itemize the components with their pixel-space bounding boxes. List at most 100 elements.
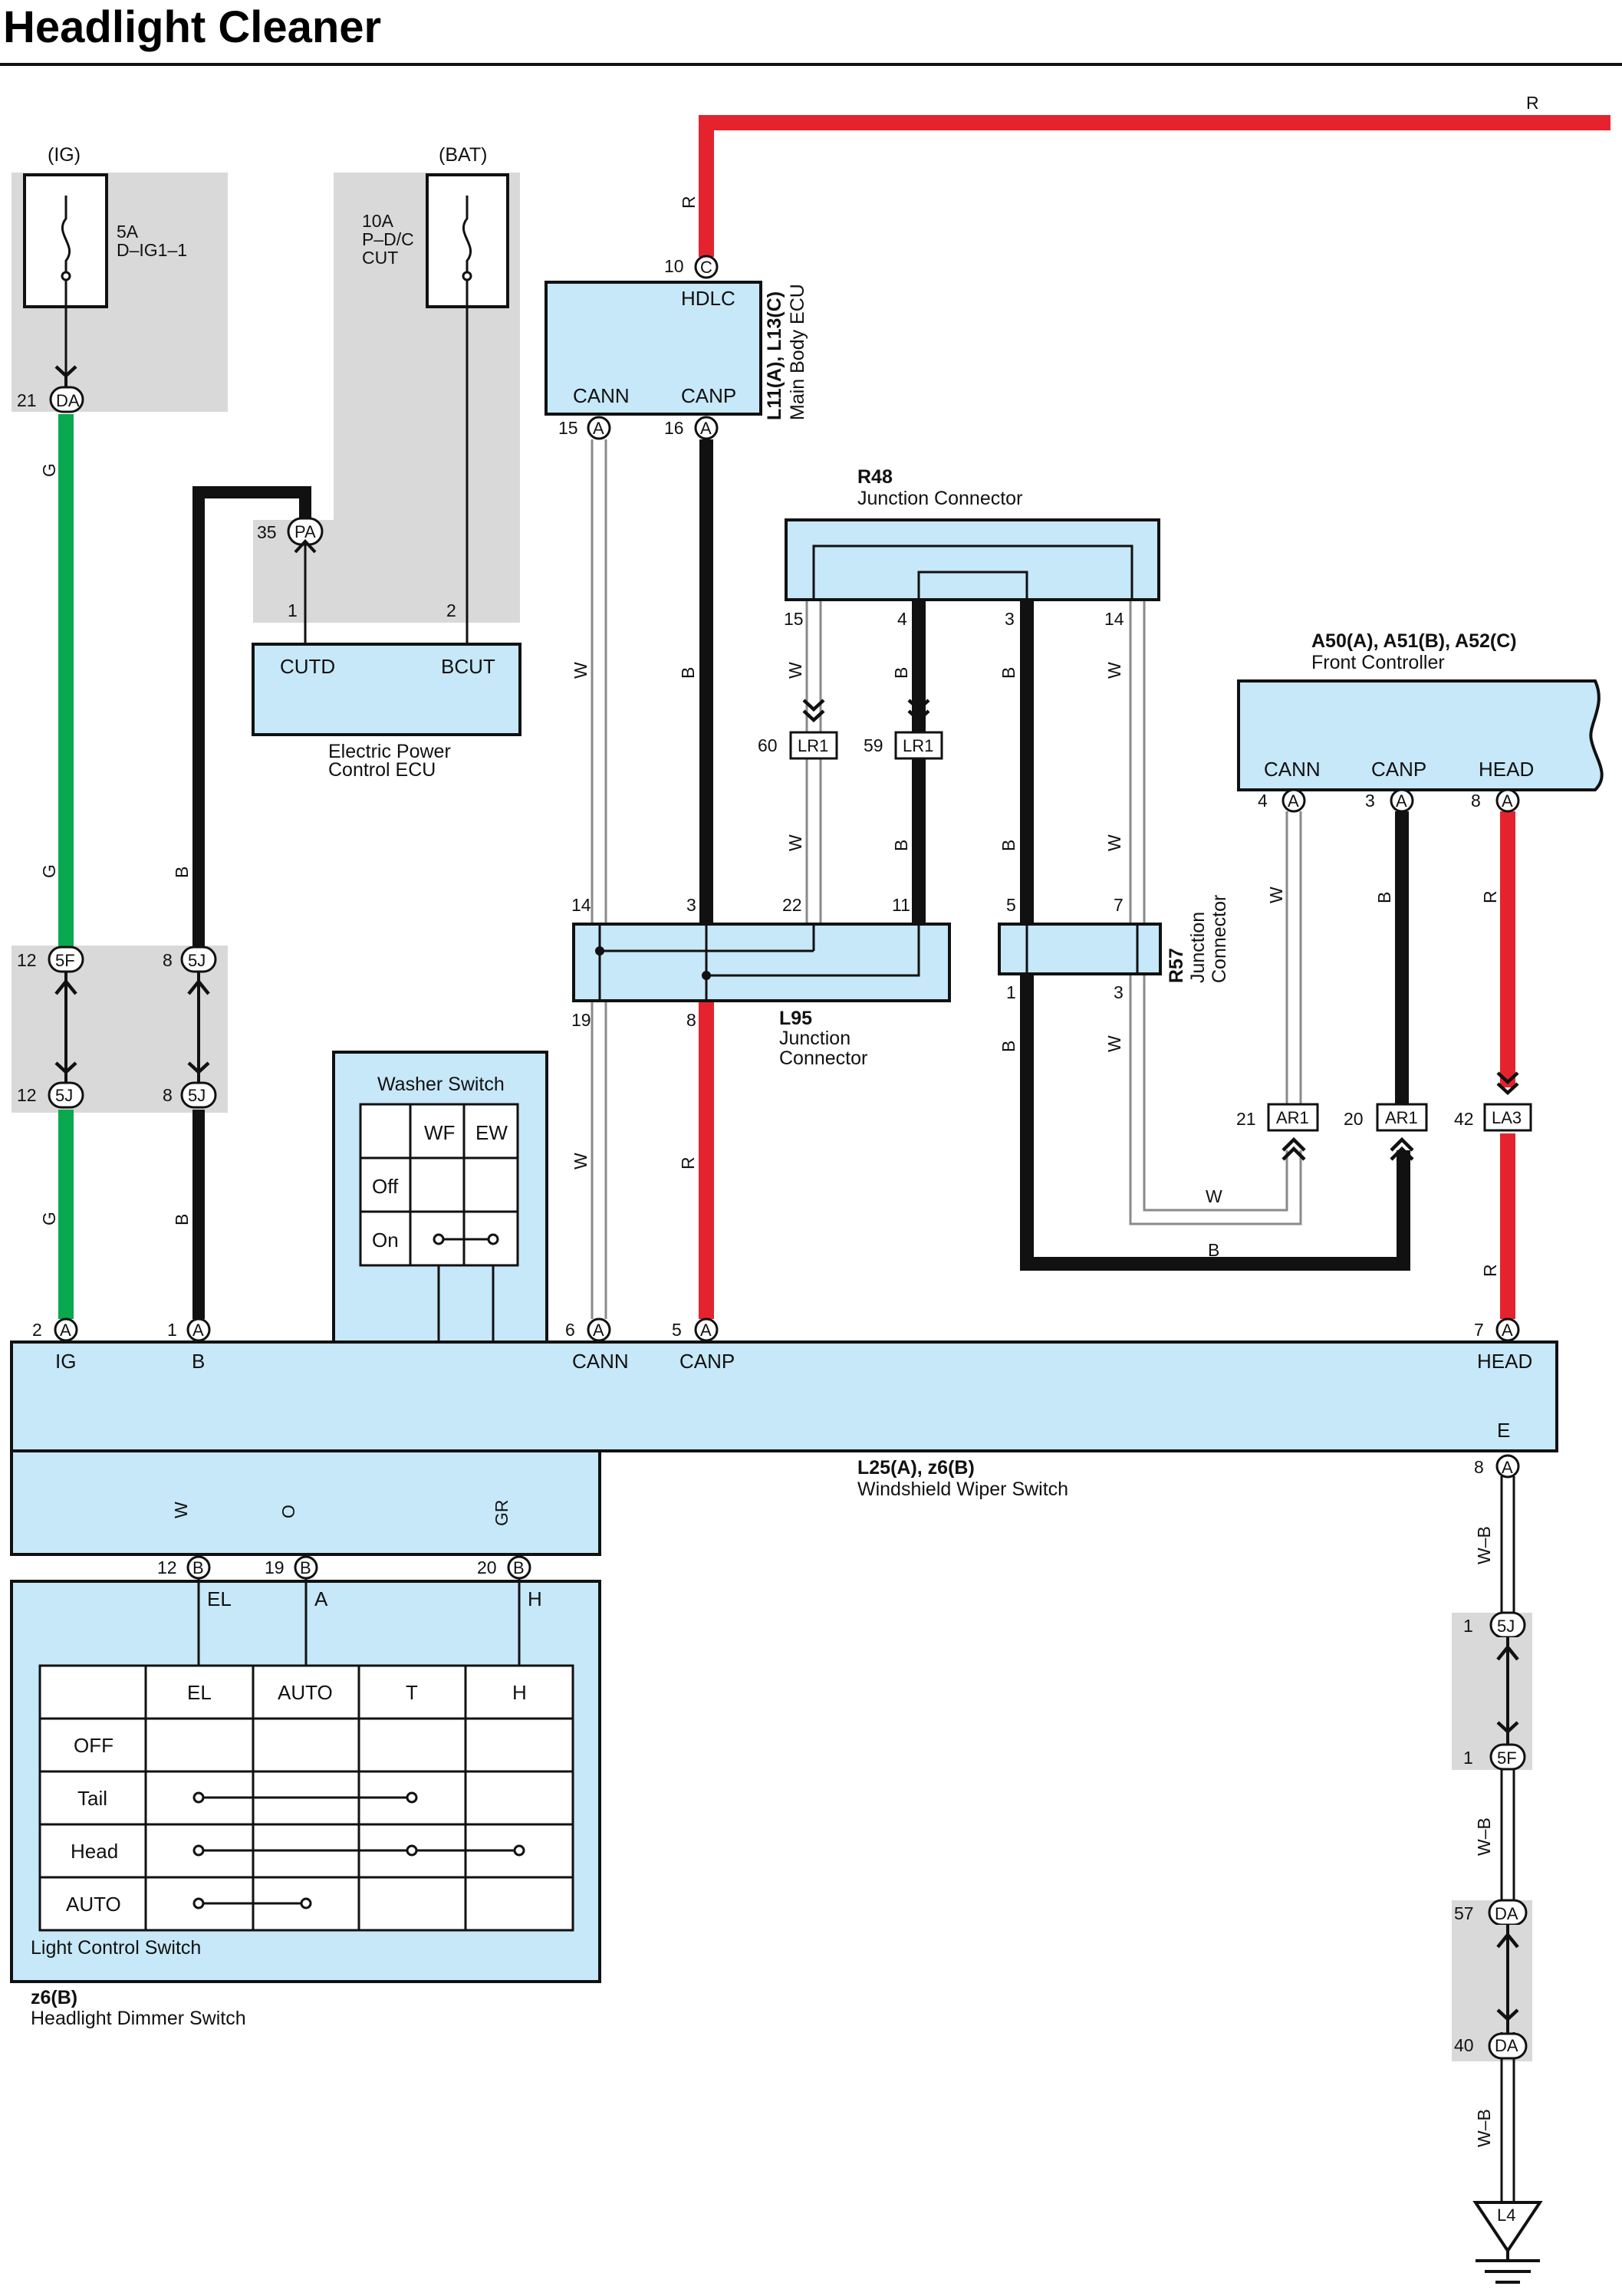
svg-text:R: R [1526, 93, 1539, 113]
svg-text:B: B [172, 1214, 192, 1225]
svg-text:10A: 10A [362, 211, 394, 231]
svg-text:8: 8 [163, 1085, 173, 1105]
svg-text:57: 57 [1454, 1903, 1474, 1923]
svg-text:B: B [1208, 1240, 1219, 1260]
svg-text:CANN: CANN [573, 384, 630, 407]
svg-text:O: O [278, 1505, 298, 1518]
svg-text:CANP: CANP [1371, 758, 1426, 781]
svg-text:A: A [314, 1587, 328, 1610]
svg-text:H: H [512, 1681, 527, 1704]
svg-text:L4: L4 [1497, 2206, 1515, 2225]
svg-text:7: 7 [1474, 1320, 1484, 1340]
svg-text:20: 20 [1344, 1109, 1364, 1129]
svg-text:DA: DA [1495, 2036, 1518, 2055]
svg-text:8: 8 [686, 1010, 696, 1030]
svg-text:21: 21 [1236, 1109, 1256, 1129]
svg-text:L25(A), z6(B): L25(A), z6(B) [857, 1457, 975, 1479]
svg-text:DA: DA [1495, 1904, 1518, 1923]
svg-text:5J: 5J [1497, 1617, 1515, 1636]
ground-l4: L4 [1472, 2201, 1543, 2284]
svg-text:Washer Switch: Washer Switch [377, 1074, 505, 1095]
wire-w-r48-15 [805, 600, 822, 924]
svg-text:42: 42 [1454, 1109, 1474, 1129]
svg-text:EL: EL [207, 1587, 232, 1610]
svg-text:CANP: CANP [681, 384, 736, 407]
wire-color-labels: R R G G G B B W W B R W W B B B B B W W … [39, 93, 1539, 2147]
r57-junction-connector: 5 7 1 3 R57 Junction Connector [998, 895, 1230, 1002]
junction-right-5j-5f: 1 5J 1 5F [1463, 1611, 1526, 1771]
svg-text:Junction: Junction [1187, 912, 1209, 983]
svg-text:E: E [1497, 1419, 1510, 1442]
svg-text:W: W [1206, 1186, 1222, 1206]
svg-text:Head: Head [71, 1840, 118, 1863]
svg-text:Front Controller: Front Controller [1311, 652, 1445, 673]
svg-text:11: 11 [892, 895, 910, 915]
svg-text:W: W [571, 662, 591, 679]
svg-text:B: B [192, 1558, 204, 1577]
svg-text:Off: Off [372, 1175, 399, 1198]
wire-r-top [699, 115, 1610, 257]
svg-text:Main Body ECU: Main Body ECU [787, 284, 808, 420]
svg-text:B: B [1374, 892, 1394, 903]
svg-text:Windshield Wiper Switch: Windshield Wiper Switch [857, 1479, 1068, 1500]
svg-text:G: G [39, 864, 59, 878]
svg-text:CANN: CANN [572, 1350, 629, 1373]
svg-text:1: 1 [1006, 982, 1016, 1002]
svg-text:14: 14 [571, 895, 591, 915]
svg-text:G: G [39, 1212, 59, 1225]
svg-text:GR: GR [492, 1500, 512, 1527]
svg-text:A: A [700, 419, 712, 438]
svg-text:3: 3 [1365, 791, 1375, 811]
svg-text:On: On [372, 1229, 399, 1252]
svg-text:W: W [1104, 662, 1124, 679]
wire-b-pa [192, 486, 311, 947]
svg-text:Connector: Connector [1209, 895, 1230, 983]
svg-text:L11(A), L13(C): L11(A), L13(C) [764, 291, 785, 420]
svg-text:B: B [172, 867, 192, 878]
svg-text:5A: 5A [117, 222, 139, 242]
main-body-ecu: HDLC CANN CANP L11(A), L13(C) Main Body … [545, 255, 808, 440]
svg-text:12: 12 [17, 950, 37, 970]
fuse-bat: (BAT) 10A P–D/C CUT [362, 144, 509, 644]
connector-pa-35: 35 PA [257, 517, 324, 554]
svg-text:B: B [999, 667, 1018, 679]
svg-text:R57: R57 [1166, 948, 1187, 983]
fuse-ig: (IG) 5A D–IG1–1 [23, 144, 187, 391]
svg-text:R: R [1480, 890, 1500, 903]
svg-text:CUT: CUT [362, 248, 398, 268]
svg-text:DA: DA [56, 391, 80, 410]
svg-text:4: 4 [1258, 791, 1268, 811]
svg-text:15: 15 [784, 609, 804, 629]
svg-text:A: A [1502, 1321, 1513, 1340]
page-title: Headlight Cleaner [3, 2, 381, 52]
svg-text:EL: EL [187, 1681, 212, 1704]
svg-text:W: W [785, 662, 805, 679]
svg-text:WF: WF [424, 1121, 455, 1144]
svg-text:W–B: W–B [1474, 1526, 1494, 1564]
svg-text:LR1: LR1 [903, 736, 933, 755]
svg-text:C: C [700, 258, 712, 277]
svg-text:A: A [60, 1321, 71, 1340]
svg-text:21: 21 [17, 390, 37, 410]
svg-text:CANP: CANP [679, 1350, 735, 1373]
wire-w-loop [1129, 600, 1302, 1225]
svg-text:14: 14 [1104, 609, 1124, 629]
svg-text:OFF: OFF [74, 1734, 114, 1757]
svg-text:A: A [593, 1321, 604, 1340]
svg-text:20: 20 [477, 1558, 497, 1577]
svg-text:W: W [1266, 886, 1286, 903]
junction-da-21: 21 DA [17, 367, 84, 413]
svg-text:B: B [999, 840, 1018, 851]
svg-text:3: 3 [1005, 609, 1015, 629]
connector-ar1-la3: 21 AR1 20 AR1 42 LA3 [1236, 1073, 1532, 1161]
connector-lr1: 60 LR1 59 LR1 [758, 700, 943, 760]
wire-wb-ground [1500, 1476, 1515, 2209]
svg-text:A: A [1502, 791, 1513, 811]
svg-text:R48: R48 [857, 466, 893, 488]
svg-text:5J: 5J [55, 1086, 73, 1105]
svg-text:AR1: AR1 [1276, 1108, 1309, 1127]
svg-text:A: A [1396, 791, 1407, 811]
svg-text:B: B [891, 840, 911, 851]
svg-text:LR1: LR1 [798, 736, 828, 755]
svg-text:LA3: LA3 [1492, 1108, 1522, 1127]
